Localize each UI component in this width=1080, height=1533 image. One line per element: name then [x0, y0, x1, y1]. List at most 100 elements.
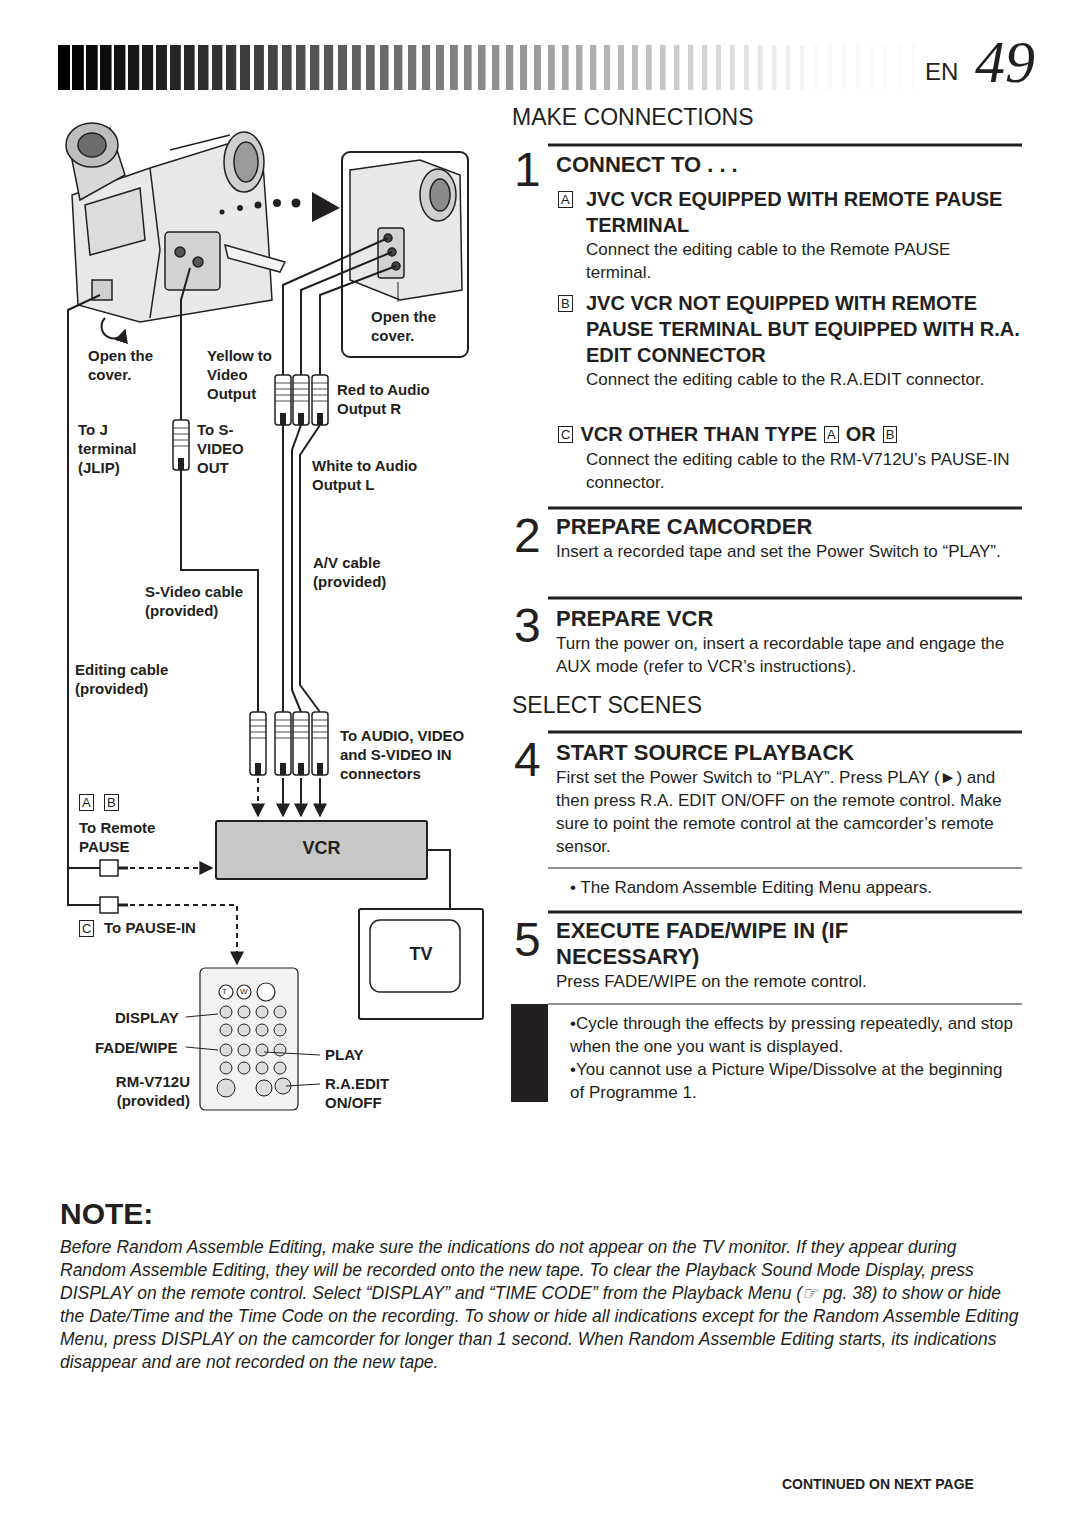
header-stripe — [786, 45, 790, 90]
plug — [100, 897, 128, 913]
header-stripe — [576, 45, 582, 90]
header-stripe — [520, 45, 527, 90]
header-stripe — [170, 45, 181, 90]
body-text: Press FADE/WIPE on the remote control. — [556, 970, 1022, 993]
header-stripe — [86, 45, 98, 90]
letter-box: B — [558, 295, 573, 312]
remote-buttons — [217, 1006, 291, 1097]
header-stripe — [282, 45, 292, 90]
remote-button — [238, 1044, 250, 1056]
body-text: Insert a recorded tape and set the Power… — [556, 540, 1022, 563]
header-stripe — [422, 45, 430, 90]
node-label: VCR — [217, 838, 426, 859]
plug — [275, 375, 291, 425]
callout-label: A/V cable (provided) — [313, 553, 408, 591]
header-stripe — [618, 45, 624, 90]
header-stripe — [58, 45, 70, 90]
header-stripe — [884, 45, 887, 90]
header-stripe — [464, 45, 472, 90]
header-stripe — [310, 45, 319, 90]
header-stripe — [800, 45, 804, 90]
plug — [293, 712, 309, 775]
remote-button — [238, 1062, 250, 1074]
header-stripe — [352, 45, 361, 90]
callout-label: DISPLAY — [115, 1008, 179, 1027]
callout-label: RM-V712U (provided) — [100, 1072, 190, 1110]
dotted-arrow — [220, 192, 341, 222]
header-stripe — [478, 45, 486, 90]
thin-rules — [548, 868, 1022, 1004]
subheading: JVC VCR EQUIPPED WITH REMOTE PAUSE TERMI… — [586, 186, 1031, 238]
step-heading: START SOURCE PLAYBACK — [556, 740, 854, 766]
remote-button — [217, 1079, 235, 1097]
tv-box: TV — [358, 908, 484, 1020]
remote-button — [256, 1024, 268, 1036]
letter-box: A — [79, 794, 94, 811]
body-text: • The Random Assemble Editing Menu appea… — [570, 876, 1020, 899]
header-stripe — [324, 45, 333, 90]
remote-button — [274, 1044, 286, 1056]
body-text: •You cannot use a Picture Wipe/Dissolve … — [570, 1058, 1020, 1104]
step-heading: EXECUTE FADE/WIPE IN (IF NECESSARY) — [556, 918, 886, 970]
header-stripe — [296, 45, 305, 90]
header-stripe — [380, 45, 389, 90]
body-text: Connect the editing cable to the RM-V712… — [586, 448, 1016, 494]
remote-button — [220, 1024, 232, 1036]
header-stripe — [450, 45, 458, 90]
header-stripe — [660, 45, 666, 90]
header-stripe — [226, 45, 236, 90]
remote-button — [274, 1062, 286, 1074]
remote-button — [274, 1024, 286, 1036]
body-text: Turn the power on, insert a recordable t… — [556, 632, 1022, 678]
header-stripe — [100, 45, 112, 90]
callout-label: To AUDIO, VIDEO and S-VIDEO IN connector… — [340, 726, 480, 783]
letter-box: B — [104, 794, 119, 811]
letter-box: A — [824, 426, 839, 443]
header-stripe — [758, 45, 763, 90]
header-stripe — [198, 45, 209, 90]
header-stripe — [674, 45, 679, 90]
header-stripe — [548, 45, 555, 90]
remote-button — [220, 1062, 232, 1074]
header-stripe — [408, 45, 416, 90]
header-stripe — [142, 45, 153, 90]
header-stripe — [702, 45, 707, 90]
callout-label: To Remote PAUSE — [79, 818, 174, 856]
header-stripe — [394, 45, 402, 90]
body-text: •Cycle through the effects by pressing r… — [570, 1012, 1020, 1058]
plug — [100, 860, 128, 876]
s-video-cable — [181, 268, 258, 712]
header-stripe — [114, 45, 125, 90]
step-number: 5 — [514, 916, 541, 964]
header-stripe — [772, 45, 776, 90]
header-stripe — [604, 45, 610, 90]
plug — [312, 375, 328, 425]
note-heading: NOTE: — [60, 1196, 153, 1232]
header-stripe — [534, 45, 541, 90]
header-stripe — [632, 45, 638, 90]
remote-button — [256, 1080, 272, 1096]
note-text: Before Random Assemble Editing, make sur… — [60, 1236, 1025, 1374]
header-stripe — [492, 45, 499, 90]
remote-button — [256, 1062, 268, 1074]
wire — [428, 850, 450, 908]
leader — [398, 282, 399, 302]
letter-box: A — [558, 191, 573, 208]
page-prefix: EN — [925, 58, 958, 87]
header-stripe — [254, 45, 264, 90]
header-stripe — [898, 45, 901, 90]
callout-label: R.A.EDIT ON/OFF — [325, 1074, 405, 1112]
header-stripe — [730, 45, 735, 90]
callout-label: Open the cover. — [88, 346, 168, 384]
callout-label: Yellow to Video Output — [207, 346, 273, 403]
text-row: CVCR OTHER THAN TYPEAORB — [558, 421, 897, 447]
step-number: 3 — [514, 602, 541, 650]
header-stripe — [156, 45, 167, 90]
callout-label: To S-VIDEO OUT — [197, 420, 272, 477]
header-stripe — [870, 45, 873, 90]
plug — [293, 375, 309, 425]
body-text: First set the Power Switch to “PLAY”. Pr… — [556, 766, 1022, 858]
section-heading: MAKE CONNECTIONS — [512, 104, 754, 132]
header-stripe — [212, 45, 222, 90]
